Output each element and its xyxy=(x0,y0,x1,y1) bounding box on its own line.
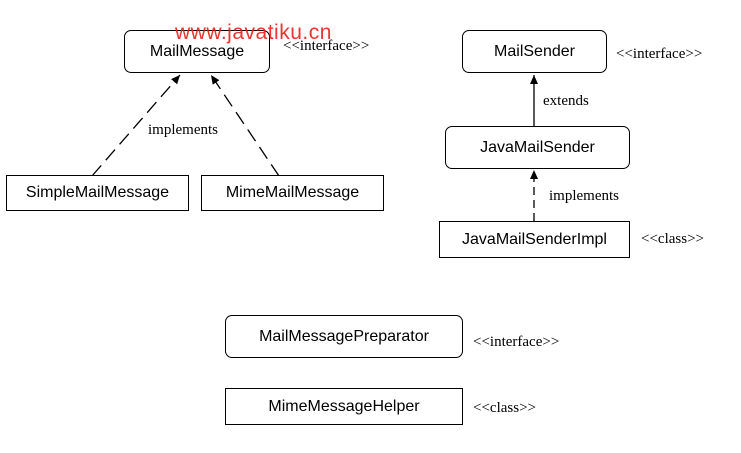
mime-mail-message-label: MimeMailMessage xyxy=(225,184,360,201)
mime-mail-message-box: MimeMailMessage xyxy=(201,175,384,211)
implements-label-right: implements xyxy=(549,188,619,204)
java-mail-sender-impl-stereotype: <<class>> xyxy=(641,231,704,247)
simple-mail-message-box: SimpleMailMessage xyxy=(6,175,189,211)
implements-label-left: implements xyxy=(148,122,218,138)
java-mail-sender-impl-box: JavaMailSenderImpl xyxy=(439,221,630,258)
mime-message-helper-label: MimeMessageHelper xyxy=(268,397,420,415)
java-mail-sender-impl-label: JavaMailSenderImpl xyxy=(462,230,607,248)
mail-message-box: MailMessage xyxy=(124,30,270,73)
mail-message-preparator-label: MailMessagePreparator xyxy=(259,327,429,345)
extends-label: extends xyxy=(543,93,589,109)
mail-sender-stereotype: <<interface>> xyxy=(616,46,703,62)
simple-implements-arrow xyxy=(91,74,181,177)
watermark-text: www.javatiku.cn xyxy=(175,21,332,44)
mail-sender-box: MailSender xyxy=(462,30,607,73)
java-mail-sender-label: JavaMailSender xyxy=(480,138,595,156)
mail-message-stereotype: <<interface>> xyxy=(283,38,370,54)
mime-message-helper-box: MimeMessageHelper xyxy=(225,388,463,425)
simple-mail-message-label: SimpleMailMessage xyxy=(25,184,170,201)
java-mail-sender-box: JavaMailSender xyxy=(445,126,630,169)
mail-message-label: MailMessage xyxy=(149,42,245,60)
mail-message-preparator-box: MailMessagePreparator xyxy=(225,315,463,358)
mail-sender-label: MailSender xyxy=(494,42,575,60)
mime-implements-arrow xyxy=(210,74,280,177)
mail-message-preparator-stereotype: <<interface>> xyxy=(473,334,560,350)
mime-message-helper-stereotype: <<class>> xyxy=(473,400,536,416)
